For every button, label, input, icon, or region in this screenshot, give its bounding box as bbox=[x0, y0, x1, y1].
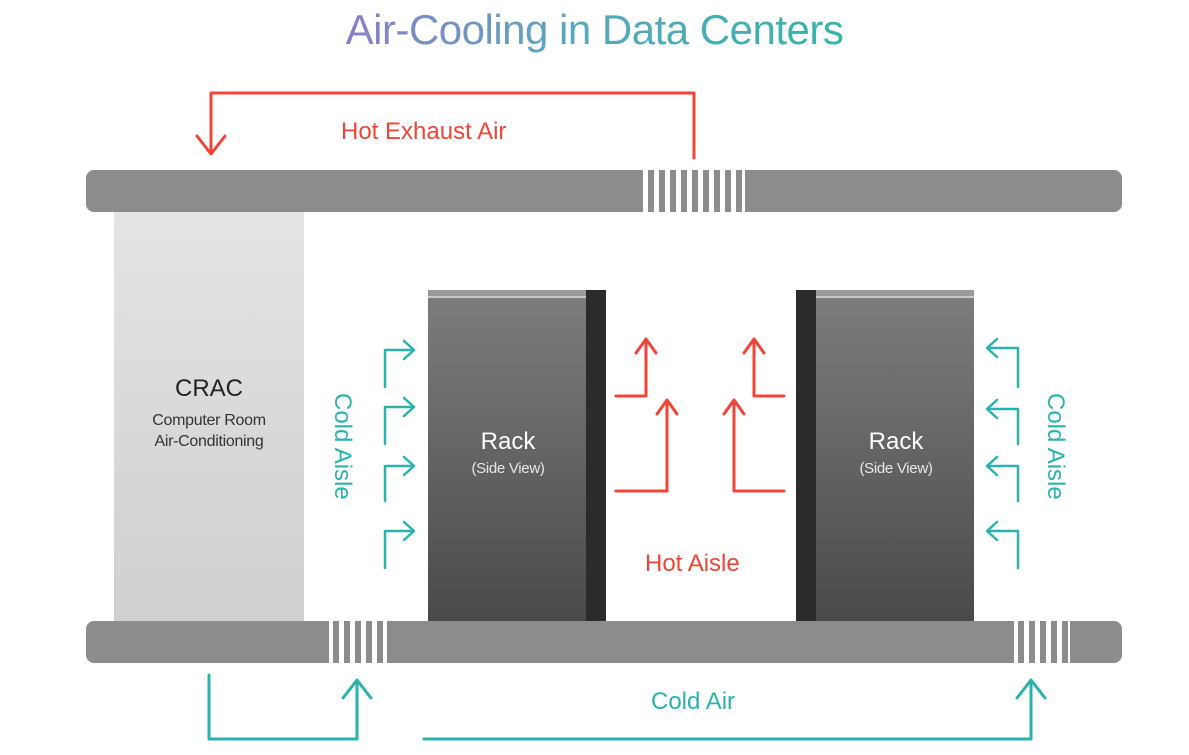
rack-left-subtitle: (Side View) bbox=[471, 460, 545, 477]
floor-vent-left bbox=[329, 621, 387, 663]
hot-exhaust-arrow-icon bbox=[195, 91, 696, 160]
rack-right-title: Rack bbox=[868, 428, 924, 455]
hot-exhaust-air-label: Hot Exhaust Air bbox=[341, 118, 507, 145]
crac-unit bbox=[114, 212, 304, 621]
crac-description-line2: Air-Conditioning bbox=[154, 433, 264, 450]
hot-aisle-label: Hot Aisle bbox=[645, 550, 740, 577]
cold-aisle-right-arrows-icon bbox=[985, 337, 1020, 570]
crac-description: Computer Room Air-Conditioning bbox=[114, 410, 304, 452]
crac-description-line1: Computer Room bbox=[152, 412, 266, 429]
cold-aisle-right-label: Cold Aisle bbox=[1042, 393, 1069, 500]
cold-aisle-left-label: Cold Aisle bbox=[329, 393, 356, 500]
cold-air-arrow-icon bbox=[207, 673, 1047, 741]
crac-title: CRAC bbox=[174, 375, 243, 402]
page-title: Air-Cooling in Data Centers bbox=[345, 6, 844, 53]
floor-vent-right bbox=[1014, 621, 1070, 663]
ceiling-plenum bbox=[86, 170, 1122, 212]
ceiling-vent bbox=[643, 170, 745, 212]
hot-aisle-arrows-icon bbox=[614, 337, 786, 493]
raised-floor bbox=[86, 621, 1122, 663]
cold-aisle-left-arrows-icon bbox=[383, 339, 416, 570]
cold-air-label: Cold Air bbox=[651, 688, 736, 715]
rack-right-subtitle: (Side View) bbox=[859, 460, 933, 477]
title-container: Air-Cooling in Data Centers bbox=[0, 6, 1189, 54]
rack-left-title: Rack bbox=[480, 428, 536, 455]
rack-left bbox=[428, 290, 606, 621]
rack-right bbox=[796, 290, 974, 621]
